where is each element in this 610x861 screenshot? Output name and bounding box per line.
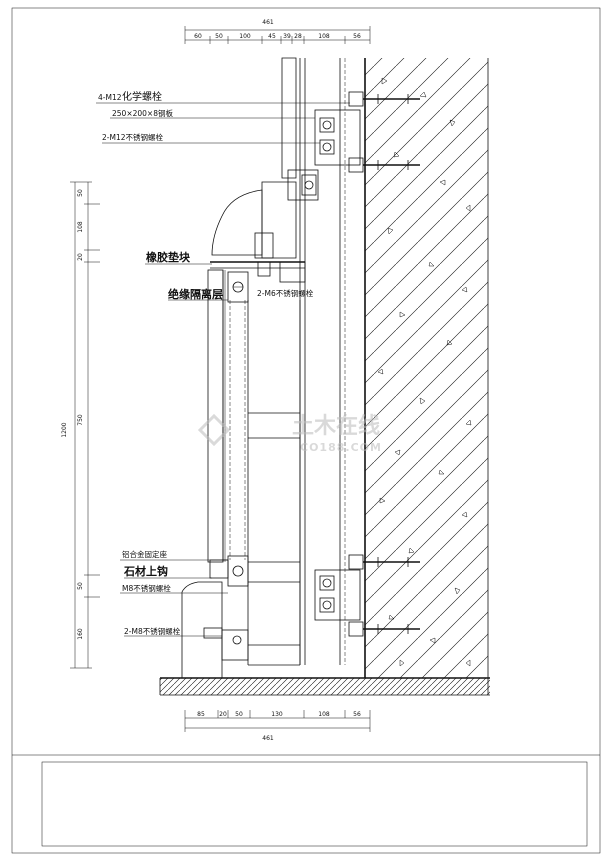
bottom-dim-total: 461 (262, 735, 274, 742)
label-rubber-pad: 橡胶垫块 (146, 250, 191, 264)
left-dim-seg-0: 50 (77, 189, 84, 197)
bottom-dim-seg-0: 85 (197, 711, 205, 718)
label-chem-anchor-name: 化学螺栓 (122, 90, 162, 103)
bottom-dim-seg-3: 130 (271, 711, 283, 718)
label-alloy-hanger: 铝合金固定座 (122, 549, 167, 559)
bottom-dim-seg-2: 50 (235, 711, 243, 718)
watermark: 土木在线 CO188.COM (197, 413, 382, 454)
bottom-dim-seg-1: 20 (219, 711, 227, 718)
left-dim-seg-4: 50 (77, 582, 84, 590)
top-dim-total: 461 (262, 19, 274, 26)
label-steel-plate: 250×200×8钢板 (112, 108, 173, 118)
left-dim-seg-3: 750 (77, 414, 84, 426)
title-block-frame (41, 761, 588, 847)
floor-slab (159, 677, 490, 696)
label-m6-bolt: 2-M6不锈钢螺栓 (257, 288, 314, 298)
left-dim-total: 1200 (61, 422, 68, 437)
top-dim-seg-5: 28 (294, 33, 302, 40)
label-m8-bolt-bottom: 2-M8不锈钢螺栓 (124, 626, 181, 636)
watermark-main: 土木在线 (292, 413, 380, 439)
bottom-dimension (184, 710, 371, 732)
left-dim-seg-2: 20 (77, 253, 84, 261)
label-m8-bolt: M8不锈钢螺栓 (122, 583, 171, 593)
label-stone-hook: 石材上钩 (123, 564, 168, 578)
upper-stone-panel (211, 57, 297, 259)
upper-anchor-plate (314, 91, 420, 173)
main-stone-panel (207, 269, 301, 666)
label-chem-anchor-count: 4-M12 (98, 93, 122, 102)
left-dim-seg-5: 160 (77, 628, 84, 640)
bottom-dim-seg-4: 108 (318, 711, 330, 718)
top-dim-seg-4: 39 (283, 33, 291, 40)
bottom-dim-seg-5: 56 (353, 711, 361, 718)
rubber-pad-zone (210, 261, 306, 283)
label-ss-bolt-top: 2-M12不锈钢螺栓 (102, 132, 163, 142)
concrete-wall (364, 58, 489, 695)
top-dim-seg-7: 56 (353, 33, 361, 40)
top-dimension (184, 26, 371, 44)
label-insulation: 绝缘隔离层 (168, 287, 223, 301)
top-dim-seg-1: 50 (215, 33, 223, 40)
top-dim-seg-2: 100 (239, 33, 251, 40)
top-dim-seg-6: 108 (318, 33, 330, 40)
base-stone-panel (181, 581, 223, 679)
upper-bracket (227, 169, 319, 303)
left-dimension (70, 181, 100, 669)
lower-bracket (209, 555, 249, 661)
watermark-sub: CO188.COM (300, 441, 382, 454)
top-dim-seg-3: 45 (268, 33, 276, 40)
left-dim-seg-1: 108 (77, 221, 84, 233)
sheet-border (11, 7, 601, 854)
lower-anchor-plate (314, 554, 420, 637)
steel-mullion (299, 58, 346, 665)
leader-lines (96, 102, 350, 637)
top-dim-seg-0: 60 (194, 33, 202, 40)
